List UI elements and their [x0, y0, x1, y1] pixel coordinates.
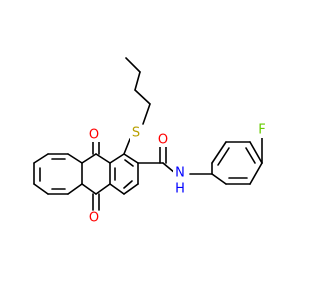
amide-oxygen-label: O	[158, 133, 168, 148]
molecule-diagram: O O S O N H F	[33, 57, 269, 226]
ketone-oxygen-top-label: O	[89, 128, 99, 143]
ketone-oxygen-bottom-label: O	[89, 211, 99, 226]
fluorophenyl-ring	[211, 136, 263, 185]
central-quinone-ring	[81, 137, 111, 211]
sulfur-label: S	[132, 126, 140, 141]
atom-labels: O O S O N H F	[88, 123, 269, 226]
amide-nitrogen-label: N	[175, 166, 185, 181]
left-benzo-ring	[33, 153, 83, 195]
butylthio-chain	[123, 57, 151, 155]
right-aromatic-ring	[109, 153, 139, 195]
fluorine-label: F	[258, 123, 265, 138]
structure-canvas: O O S O N H F	[33, 57, 269, 226]
amide-hydrogen-label: H	[175, 182, 185, 197]
